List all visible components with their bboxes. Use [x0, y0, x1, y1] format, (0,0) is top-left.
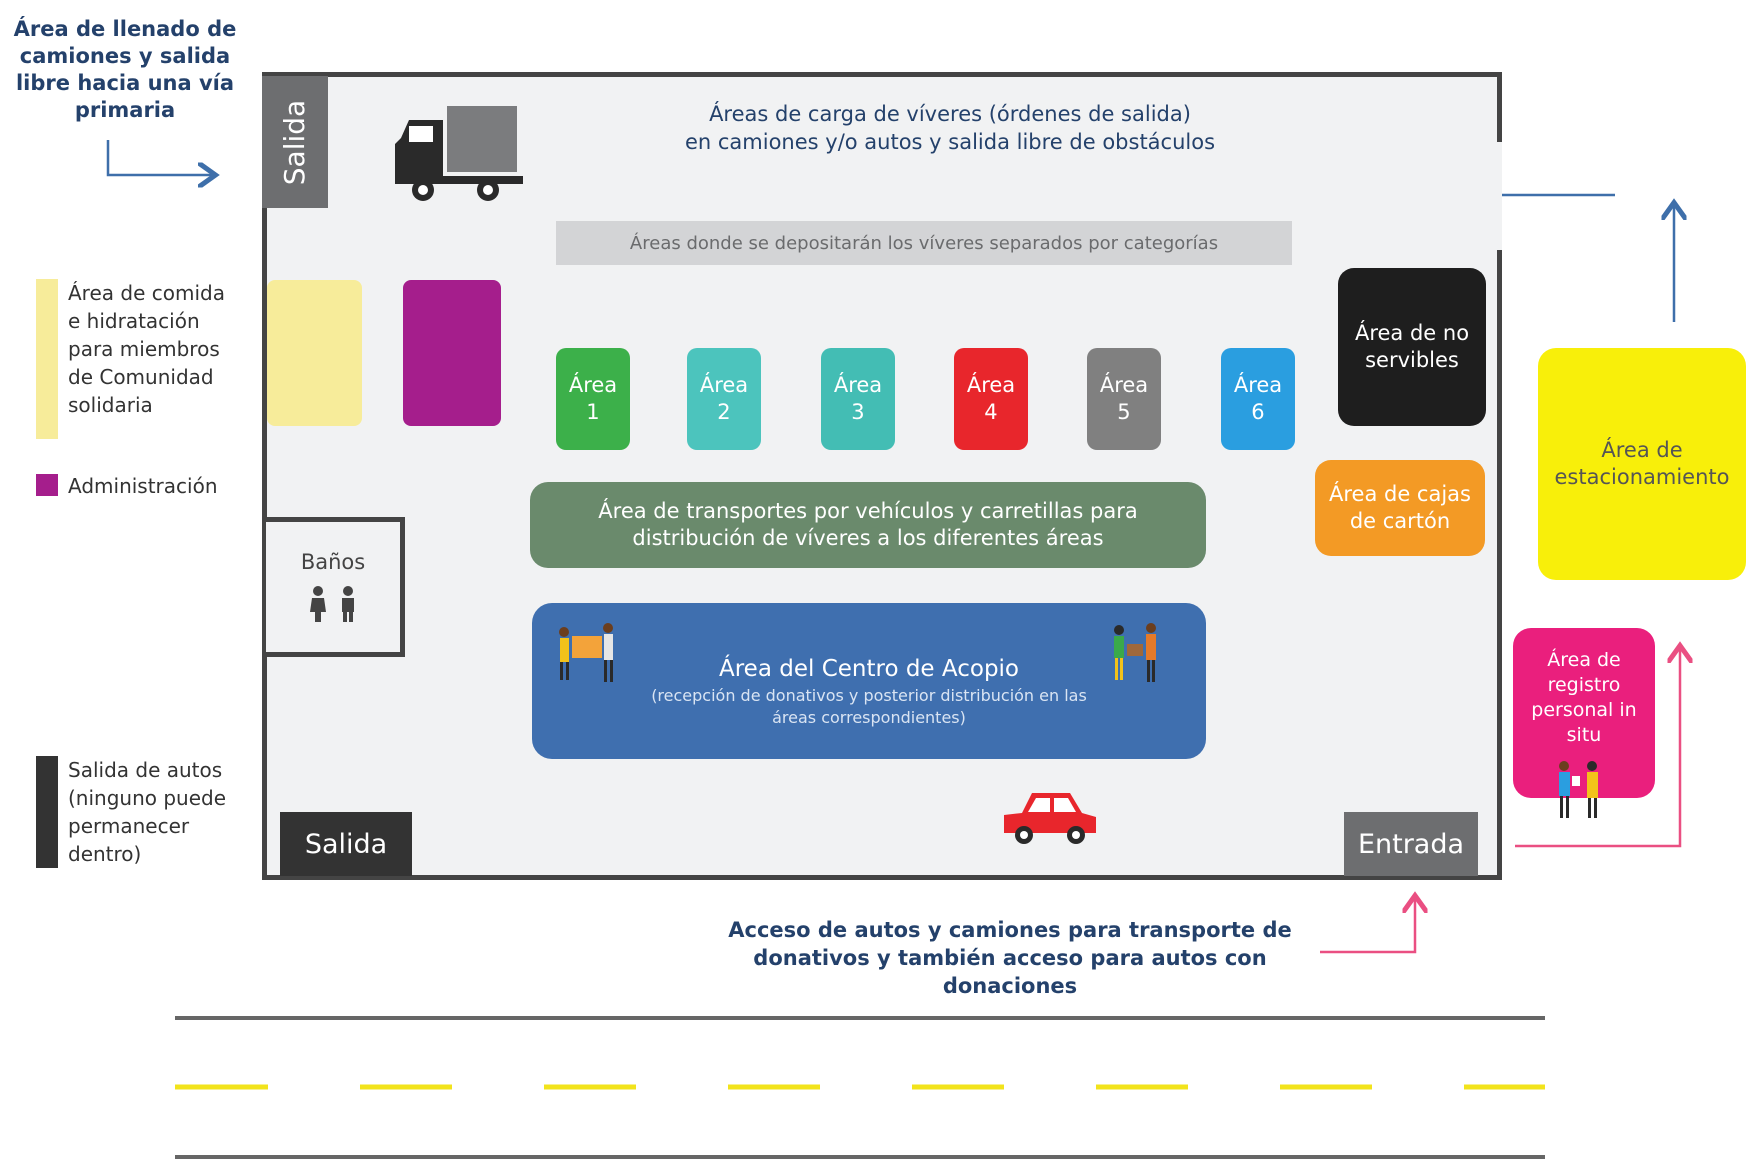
area-5-word: Área [1099, 373, 1149, 397]
parking-area: Área de estacionamiento [1538, 348, 1746, 580]
acopio-subtitle: (recepción de donativos y posterior dist… [651, 686, 1087, 727]
acopio-title: Área del Centro de Acopio [719, 656, 1019, 682]
area-2-word: Área [699, 373, 749, 397]
restroom-icon [310, 586, 354, 622]
registro-label: Área de registro personal in situ [1531, 649, 1637, 746]
access-note: Acceso de autos y camiones para transpor… [728, 918, 1292, 998]
exit-legend-swatch [36, 756, 58, 868]
area-4-num: 4 [984, 400, 998, 424]
banos-area: Baños [266, 517, 405, 657]
building-wall-right-lower [1497, 250, 1502, 880]
area-6-num: 6 [1251, 400, 1265, 424]
area-2-num: 2 [717, 400, 731, 424]
entrance: Entrada [1344, 812, 1478, 876]
admin-legend-label: Administración [68, 474, 218, 498]
area-3-word: Área [833, 373, 883, 397]
area-5-num: 5 [1117, 400, 1131, 424]
loading-title-line2: en camiones y/o autos y salida libre de … [684, 130, 1216, 154]
area-3-num: 3 [851, 400, 865, 424]
food-legend-swatch [36, 279, 58, 439]
registro-people-icon [1559, 761, 1598, 818]
area-6-word: Área [1233, 373, 1283, 397]
transport-area: Área de transportes por vehículos y carr… [530, 482, 1206, 568]
admin-area-box [403, 280, 501, 426]
area-1-word: Área [568, 373, 618, 397]
building-wall-top [262, 72, 1502, 77]
area-2: Área 2 [687, 348, 761, 450]
truck-icon [393, 104, 528, 204]
top-left-bent-arrow [106, 140, 213, 175]
acopio-area: Área del Centro de Acopio (recepción de … [532, 603, 1206, 759]
car-icon [1000, 785, 1100, 847]
food-legend-label: Área de comida e hidratación para miembr… [68, 281, 225, 417]
area-1-num: 1 [586, 400, 600, 424]
deposit-banner: Áreas donde se depositarán los víveres s… [556, 221, 1292, 265]
area-6: Área 6 [1221, 348, 1295, 450]
loading-title-line1: Áreas de carga de víveres (órdenes de sa… [709, 102, 1191, 126]
people-exchanging-icon [1114, 623, 1156, 682]
exit-legend-label: Salida de autos (ninguno puede permanece… [68, 758, 227, 866]
no-servibles-area: Área de no servibles [1338, 268, 1486, 426]
loading-area-title: Áreas de carga de víveres (órdenes de sa… [600, 100, 1300, 156]
building-wall-left [262, 72, 267, 880]
area-3: Área 3 [821, 348, 895, 450]
area-1: Área 1 [556, 348, 630, 450]
banos-label: Baños [300, 550, 366, 574]
bottom-exit: Salida [280, 812, 412, 876]
area-5: Área 5 [1087, 348, 1161, 450]
building-wall-bottom [262, 875, 1502, 880]
area-4-word: Área [966, 373, 1016, 397]
admin-legend-swatch [36, 474, 58, 496]
top-exit-label: Salida [278, 99, 312, 185]
entrance-bent-arrow [1320, 898, 1415, 954]
people-carrying-box-icon [559, 623, 613, 682]
food-area-box [267, 280, 362, 426]
top-exit: Salida [262, 76, 328, 208]
area-4: Área 4 [954, 348, 1028, 450]
building-wall-right-upper [1497, 72, 1502, 142]
registro-area: Área de registro personal in situ [1513, 628, 1655, 798]
registro-bent-arrow [1515, 648, 1680, 848]
cajas-area: Área de cajas de cartón [1315, 460, 1485, 556]
top-left-note: Área de llenado de camiones y salida lib… [13, 17, 237, 122]
